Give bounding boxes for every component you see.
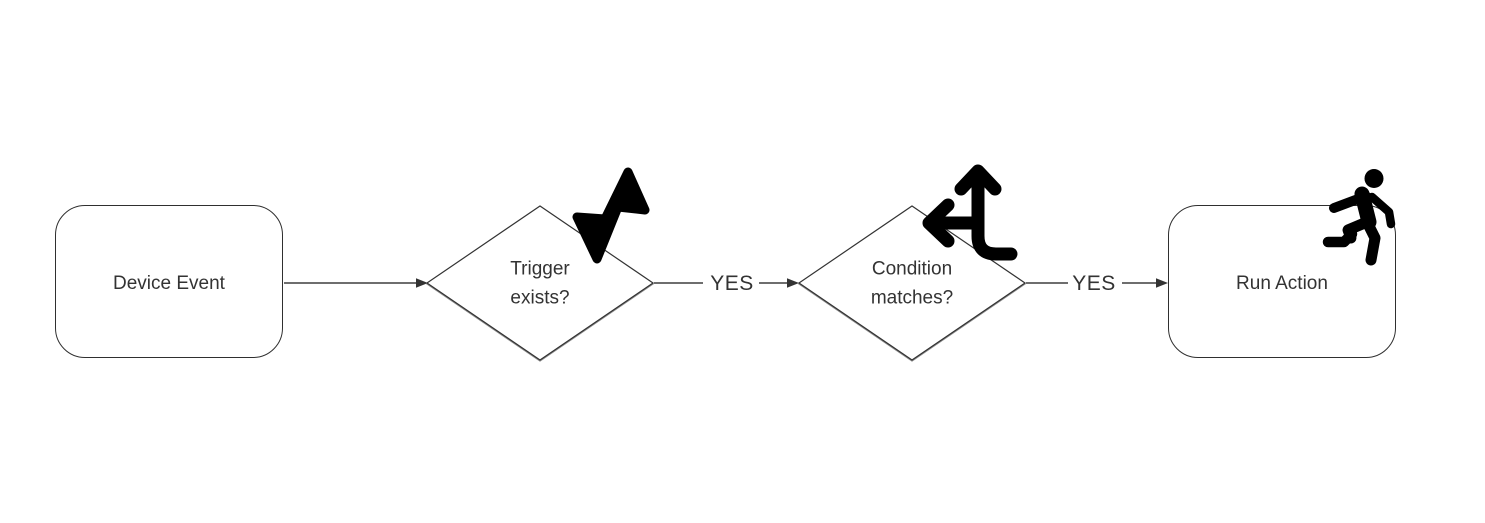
- person-running-icon: [1322, 169, 1396, 266]
- node-condition-matches[interactable]: [797, 205, 1027, 361]
- node-label: Device Event: [113, 272, 225, 294]
- arrowhead-icon: [1156, 278, 1168, 288]
- edge-label-yes: YES: [1068, 272, 1120, 296]
- bolt-icon: [572, 167, 650, 264]
- edge-label-yes: YES: [706, 272, 758, 296]
- node-device-event[interactable]: Device Event: [55, 205, 283, 358]
- node-label: Condition matches?: [870, 258, 954, 309]
- node-label: Run Action: [1236, 272, 1328, 294]
- arrows-split-up-and-left-icon: [922, 164, 1018, 261]
- arrowhead-icon: [787, 278, 799, 288]
- arrowhead-icon: [416, 278, 428, 288]
- node-label: Trigger exists?: [510, 258, 570, 309]
